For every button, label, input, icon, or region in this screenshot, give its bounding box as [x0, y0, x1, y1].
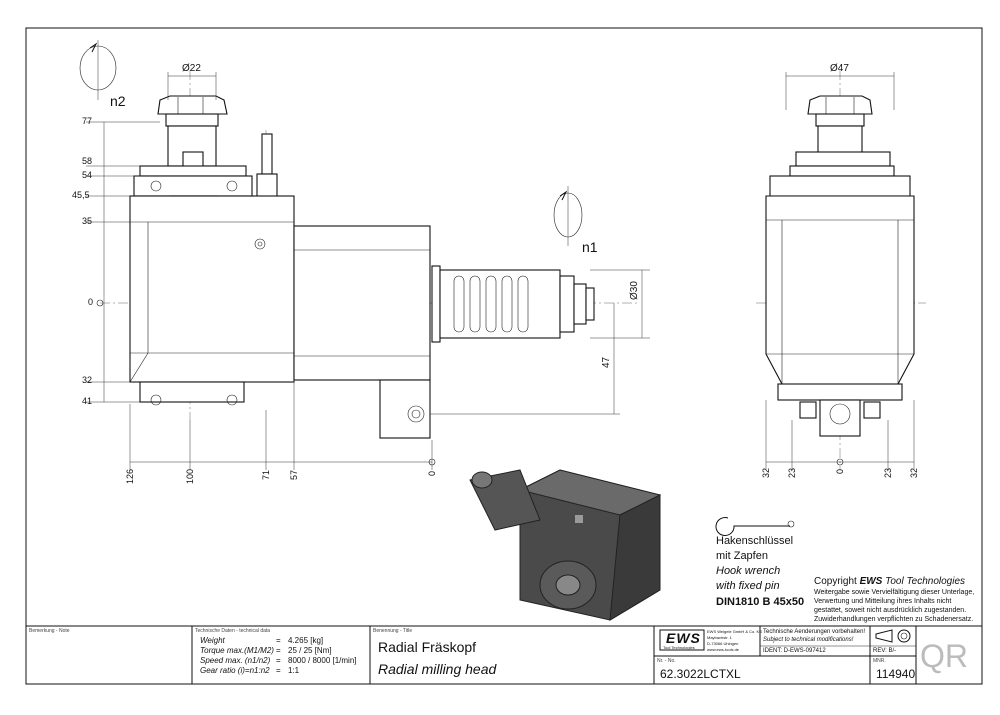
- dim-diameter-47: Ø47: [830, 63, 849, 74]
- company-line3: D-73066 Uhingen: [707, 641, 739, 646]
- dim-bottom-100: 100: [185, 468, 195, 484]
- dim-bottom-0-left: 0: [427, 470, 437, 476]
- notice-german: Technische Aenderungen vorbehalten!: [763, 629, 866, 635]
- tech-row-label: Speed max. (n1/n2): [200, 656, 271, 665]
- dim-58: 58: [82, 156, 93, 166]
- tech-row-value: 25 / 25 [Nm]: [288, 646, 332, 655]
- dim-77: 77: [82, 116, 93, 126]
- copyright-line4: Zuwiderhandlungen verpflichten zu Schade…: [814, 616, 974, 623]
- copyright-line1: Weitergabe sowie Vervielfältigung dieser…: [814, 589, 975, 596]
- dim-diameter-30: Ø30: [629, 281, 640, 300]
- company-line1: EWS Weigele GmbH & Co. KG: [707, 629, 763, 634]
- wrench-spec: DIN1810 B 45x50: [716, 596, 805, 608]
- wrench-en-line1: Hook wrench: [716, 565, 781, 577]
- dim-bottom-71: 71: [261, 469, 271, 480]
- revision: REV: B/-: [873, 648, 897, 654]
- tech-row-sep: =: [276, 646, 281, 655]
- copyright-line3: gestattet, soweit nicht ausdrücklich zug…: [814, 607, 967, 614]
- tech-row-value: 8000 / 8000 [1/min]: [288, 656, 357, 665]
- tech-row-sep: =: [276, 656, 281, 665]
- rotation-n2-label: n2: [110, 93, 126, 109]
- number-label: Nr. - No.: [657, 658, 676, 664]
- wrench-en-line2: with fixed pin: [716, 580, 780, 592]
- note-label: Bemerkung - Note: [29, 628, 70, 634]
- dim-47: 47: [601, 356, 612, 368]
- part-number: 62.3022LCTXL: [660, 667, 741, 681]
- tech-row-label: Weight: [200, 636, 225, 645]
- title-block: [26, 625, 982, 684]
- dim-35: 35: [82, 216, 93, 226]
- dim-bottom-23-right: 23: [883, 467, 893, 478]
- dim-bottom-32-left: 32: [761, 467, 771, 478]
- qr-placeholder: QR: [920, 638, 968, 674]
- dim-bottom-57: 57: [289, 469, 299, 480]
- dim-32: 32: [82, 375, 93, 385]
- tech-data-label: Technische Daten - technical data: [195, 628, 271, 634]
- tech-row-label: Gear ratio (i)=n1:n2: [200, 666, 270, 675]
- tech-row-sep: =: [276, 666, 281, 675]
- title-german: Radial Fräskopf: [378, 639, 477, 655]
- wrench-de-line1: Hakenschlüssel: [716, 535, 794, 547]
- wrench-de-line2: mit Zapfen: [716, 550, 768, 562]
- side-view: [79, 40, 650, 470]
- tech-row-value: 4.265 [kg]: [288, 636, 324, 645]
- ews-logo: EWS: [666, 630, 701, 646]
- front-view: [756, 70, 926, 470]
- dim-bottom-32-right: 32: [909, 467, 919, 478]
- rotation-n1-label: n1: [582, 239, 598, 255]
- copyright-line2: Verwertung und Mitteilung ihres Inhalts …: [814, 598, 952, 605]
- ident-number: IDENT: D-EWS-097412: [763, 648, 826, 654]
- sheet-border: [25, 27, 983, 685]
- dim-bottom-126: 126: [125, 468, 135, 484]
- dim-bottom-0-right: 0: [835, 468, 845, 474]
- dim-45-5: 45,5: [72, 190, 90, 200]
- company-line4: www.ews-tools.de: [707, 647, 740, 652]
- dim-41: 41: [82, 396, 93, 406]
- dim-0-left: 0: [88, 297, 94, 307]
- tech-row-value: 1:1: [288, 666, 300, 675]
- dim-54: 54: [82, 170, 93, 180]
- notice-english: Subject to technical modifications!: [763, 637, 854, 643]
- dim-bottom-23-left: 23: [787, 467, 797, 478]
- company-line2: Maybachstr. 1: [707, 635, 732, 640]
- isometric-render: [469, 469, 662, 621]
- hook-wrench-icon: [715, 517, 795, 536]
- mnr-number: 114940: [876, 667, 916, 681]
- tech-row-sep: =: [276, 636, 281, 645]
- copyright-title: Copyright EWS Tool Technologies: [814, 576, 966, 587]
- dim-diameter-22: Ø22: [182, 63, 201, 74]
- tech-row-label: Torque max.(M1/M2): [200, 646, 274, 655]
- title-english: Radial milling head: [378, 661, 497, 677]
- title-label: Benennung - Title: [373, 628, 413, 634]
- mnr-label: MNR.: [873, 658, 886, 664]
- ews-logo-sub: Tool Technologies: [663, 645, 695, 650]
